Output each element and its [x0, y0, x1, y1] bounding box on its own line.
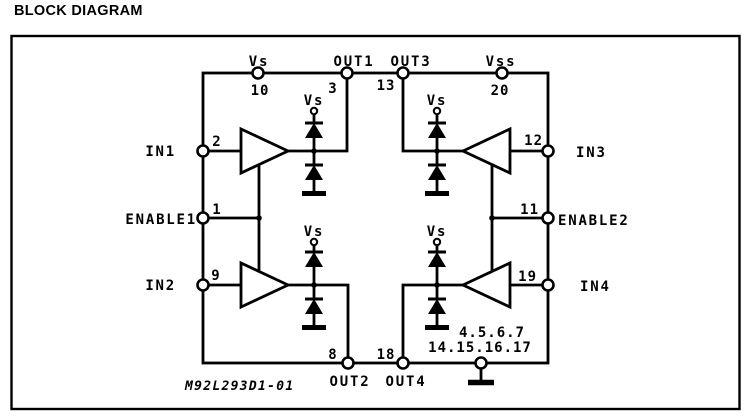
clamp-stack-2 [302, 237, 326, 330]
pin-out1-terminal [340, 66, 354, 80]
pin-in4-terminal [541, 278, 555, 292]
buffer-3 [459, 126, 512, 176]
junction-dot [434, 148, 440, 154]
clamp-stack-3 [425, 106, 449, 196]
pin-out1-label: OUT1 [334, 54, 375, 70]
pin-in3-terminal [541, 144, 555, 158]
upper-clamp-diode-icon [305, 252, 323, 267]
pin-in4-number: 19 [518, 269, 537, 285]
upper-clamp-diode-icon [428, 123, 446, 138]
buffer-2 [239, 260, 292, 310]
pin-out4-label: OUT4 [386, 374, 427, 390]
upper-clamp-diode-icon [428, 252, 446, 267]
clamp-stack-1 [302, 106, 326, 196]
pin-in2-terminal [196, 278, 210, 292]
pin-in3-number: 12 [524, 133, 543, 149]
junction-dot [311, 148, 317, 154]
junction-dot [256, 215, 262, 221]
lower-clamp-diode-icon [305, 299, 323, 314]
pin-enable2-number: 11 [520, 202, 539, 218]
lower-clamp-diode-icon [428, 165, 446, 180]
clamp-vs-label-1: Vs [304, 93, 324, 109]
pin-out2-number: 8 [328, 347, 337, 363]
pin-in1-terminal [196, 144, 210, 158]
out2-wire [288, 283, 350, 363]
clamp-vs-label-2: Vs [304, 224, 324, 240]
clamp-vs-label-4: Vs [427, 224, 447, 240]
diagram-frame [10, 34, 741, 411]
pin-in2-label: IN2 [145, 278, 176, 294]
pin-gnd-numbers-top: 4.5.6.7 [459, 325, 525, 341]
pin-vs-number: 10 [251, 83, 270, 99]
pin-enable2-label: ENABLE2 [558, 213, 630, 229]
pin-enable1-label: ENABLE1 [125, 212, 197, 228]
pin-vs-label: Vs [249, 54, 269, 70]
pin-vs-terminal [251, 66, 265, 80]
wires [203, 74, 548, 363]
pin-vss-label: Vss [486, 54, 517, 70]
out1-wire [288, 74, 349, 153]
pin-in1-label: IN1 [145, 144, 176, 160]
page-title: BLOCK DIAGRAM [14, 3, 143, 19]
pin-out2-label: OUT2 [330, 374, 371, 390]
junction-dot [489, 215, 495, 221]
pin-vss-terminal [495, 66, 509, 80]
out3-wire [401, 74, 463, 153]
clamp-stack-4 [425, 237, 449, 330]
pin-in2-number: 9 [211, 268, 220, 284]
pin-gnd-terminal [474, 356, 488, 370]
pin-in3-label: IN3 [576, 145, 607, 161]
pin-in1-number: 2 [212, 134, 221, 150]
pin-out4-terminal [396, 356, 410, 370]
pin-out3-terminal [396, 66, 410, 80]
pin-out3-number: 13 [377, 78, 396, 94]
clamp-vs-label-3: Vs [427, 93, 447, 109]
junction-dot [434, 282, 440, 288]
pin-enable2-terminal [541, 211, 555, 225]
buffer-1 [239, 126, 292, 176]
pin-gnd-numbers-bottom: 14.15.16.17 [428, 340, 532, 356]
pin-enable1-number: 1 [212, 202, 221, 218]
pin-out1-number: 3 [328, 81, 337, 97]
pin-out3-label: OUT3 [391, 54, 432, 70]
figure-code: M92L293D1-01 [184, 379, 295, 394]
buffer-4 [459, 260, 512, 310]
pin-in4-label: IN4 [580, 279, 611, 295]
pin-enable1-terminal [196, 211, 210, 225]
pin-vss-number: 20 [491, 83, 510, 99]
out4-wire [401, 283, 463, 363]
upper-clamp-diode-icon [305, 123, 323, 138]
pin-out4-number: 18 [377, 347, 396, 363]
lower-clamp-diode-icon [428, 299, 446, 314]
lower-clamp-diode-icon [305, 165, 323, 180]
junction-dot [311, 282, 317, 288]
pin-out2-terminal [341, 356, 355, 370]
